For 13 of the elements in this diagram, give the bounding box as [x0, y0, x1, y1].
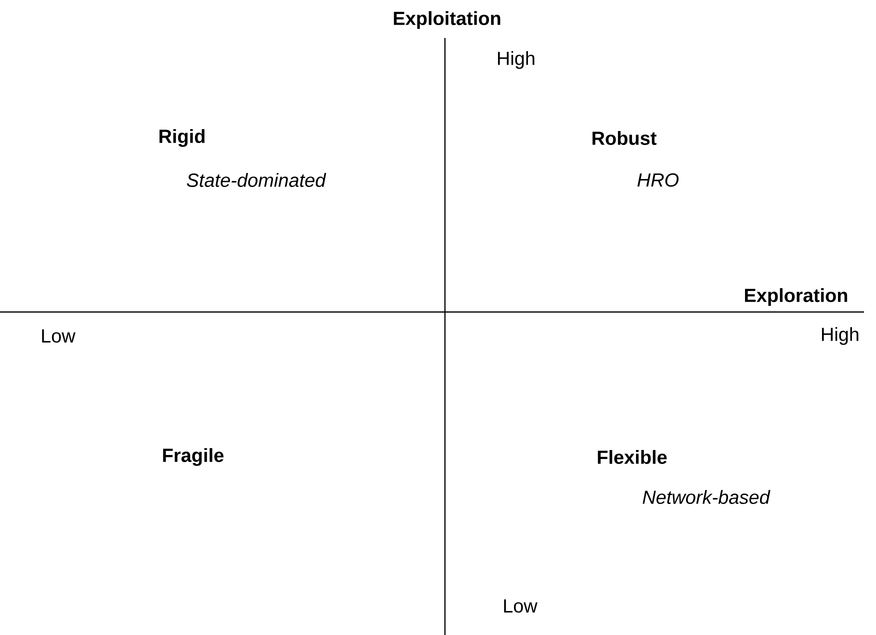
axis-level-label: Low: [42, 329, 76, 343]
quadrant-subtitle: HRO: [637, 173, 679, 187]
quadrant-title: Flexible: [598, 450, 667, 464]
axis-level-label: Low: [504, 599, 538, 613]
axis-title: Exploration: [745, 288, 848, 306]
quadrant-title: Rigid: [160, 129, 204, 147]
axis-level-label: High: [498, 51, 534, 69]
axis-title: Exploitation: [394, 11, 500, 29]
quadrant-subtitle: State-dominated: [186, 173, 326, 187]
quadrant-subtitle: Network-based: [642, 490, 770, 504]
quadrant-title: Fragile: [163, 448, 224, 466]
quadrant-title: Robust: [592, 131, 656, 145]
axis-level-label: High: [822, 327, 858, 345]
